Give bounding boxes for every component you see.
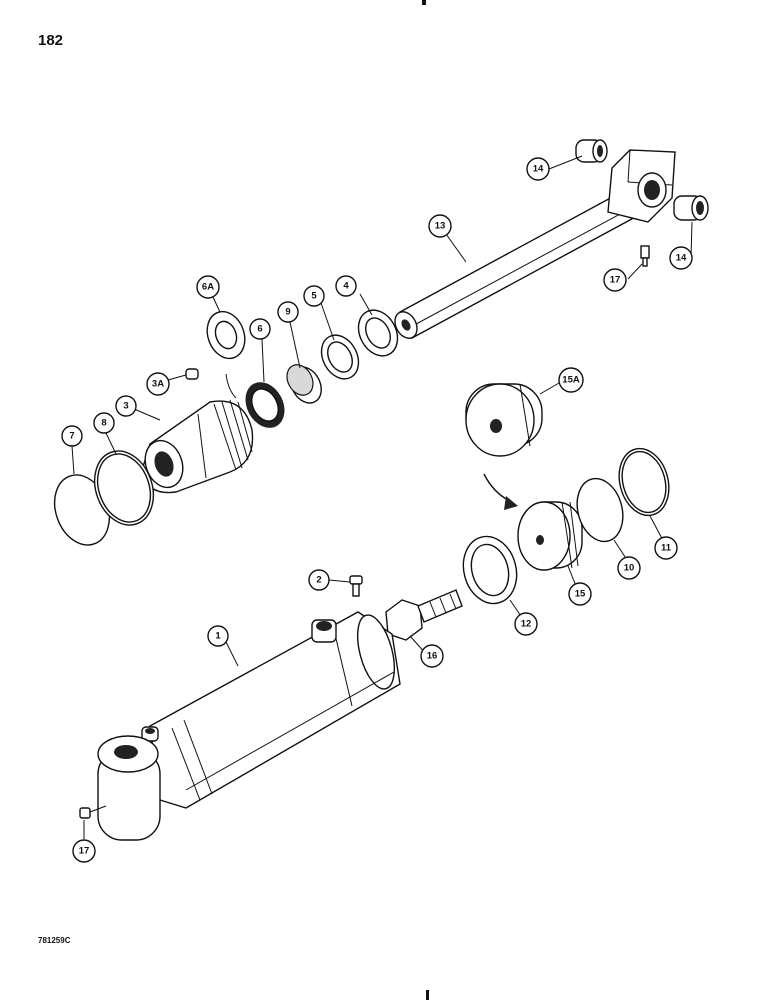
svg-text:12: 12	[521, 619, 532, 630]
callout-15: 15	[568, 582, 592, 606]
callout-11: 11	[654, 536, 678, 560]
svg-text:6: 6	[257, 324, 262, 335]
piston-15	[517, 501, 583, 571]
svg-text:3A: 3A	[152, 379, 164, 390]
top-registration-mark	[422, 0, 426, 5]
piston-15a	[465, 383, 543, 457]
grease-fitting-barrel	[79, 805, 107, 819]
svg-text:16: 16	[427, 651, 438, 662]
backup-ring-8	[93, 450, 155, 526]
svg-text:15: 15	[575, 589, 586, 600]
callout-8: 8	[93, 412, 115, 434]
callout-14-lower: 14	[669, 246, 693, 270]
callout-17-rod: 17	[603, 268, 627, 292]
rod-bushing-lower	[673, 195, 709, 221]
piston-rod	[394, 181, 653, 339]
callout-1: 1	[207, 625, 229, 647]
svg-text:11: 11	[661, 543, 672, 554]
svg-text:1: 1	[215, 631, 221, 642]
svg-text:9: 9	[285, 307, 290, 318]
svg-text:6A: 6A	[202, 282, 214, 293]
rod-bushing-upper	[575, 139, 608, 163]
callout-10: 10	[617, 556, 641, 580]
seal-4	[357, 309, 399, 357]
set-screw-3a	[185, 368, 199, 380]
svg-text:17: 17	[79, 846, 90, 857]
cylinder-gland	[141, 399, 254, 494]
callout-2: 2	[308, 569, 330, 591]
svg-text:3: 3	[123, 401, 128, 412]
callout-13: 13	[428, 214, 452, 238]
illustration-reference-code: 781259C	[38, 936, 71, 945]
svg-text:15A: 15A	[562, 375, 580, 386]
svg-text:2: 2	[316, 575, 321, 586]
callout-5: 5	[303, 285, 325, 307]
svg-text:13: 13	[435, 221, 446, 232]
callout-4: 4	[335, 275, 357, 297]
svg-text:7: 7	[69, 431, 74, 442]
svg-text:10: 10	[624, 563, 635, 574]
bleed-screw-2	[349, 575, 363, 597]
callout-3a: 3A	[146, 372, 170, 396]
page-number: 182	[38, 32, 64, 49]
callout-17-barrel: 17	[72, 839, 96, 863]
seal-10	[576, 477, 624, 543]
lock-nut-12	[462, 535, 518, 605]
svg-text:8: 8	[101, 418, 106, 429]
wear-ring-9	[286, 364, 322, 404]
svg-text:4: 4	[343, 281, 349, 292]
rod-eye-end	[607, 149, 676, 223]
callout-12: 12	[514, 612, 538, 636]
bolt-16	[385, 589, 463, 641]
svg-text:17: 17	[610, 275, 621, 286]
callout-3: 3	[115, 395, 137, 417]
barrel-clevis-end	[97, 735, 161, 841]
callout-16: 16	[420, 644, 444, 668]
svg-text:5: 5	[311, 291, 317, 302]
callout-6a: 6A	[196, 275, 220, 299]
callout-15a: 15A	[558, 367, 584, 393]
grease-fitting-rod	[640, 245, 650, 267]
callout-6: 6	[249, 318, 271, 340]
seal-5	[320, 334, 360, 380]
svg-text:14: 14	[533, 164, 544, 175]
shim-6a	[206, 310, 246, 360]
cylinder-barrel	[141, 611, 401, 809]
wiper-seal-6	[245, 382, 285, 428]
svg-text:14: 14	[676, 253, 687, 264]
bottom-registration-mark	[426, 990, 429, 1000]
wear-ring-11	[618, 447, 670, 517]
callout-7: 7	[61, 425, 83, 447]
callout-14-upper: 14	[526, 157, 550, 181]
callout-9: 9	[277, 301, 299, 323]
